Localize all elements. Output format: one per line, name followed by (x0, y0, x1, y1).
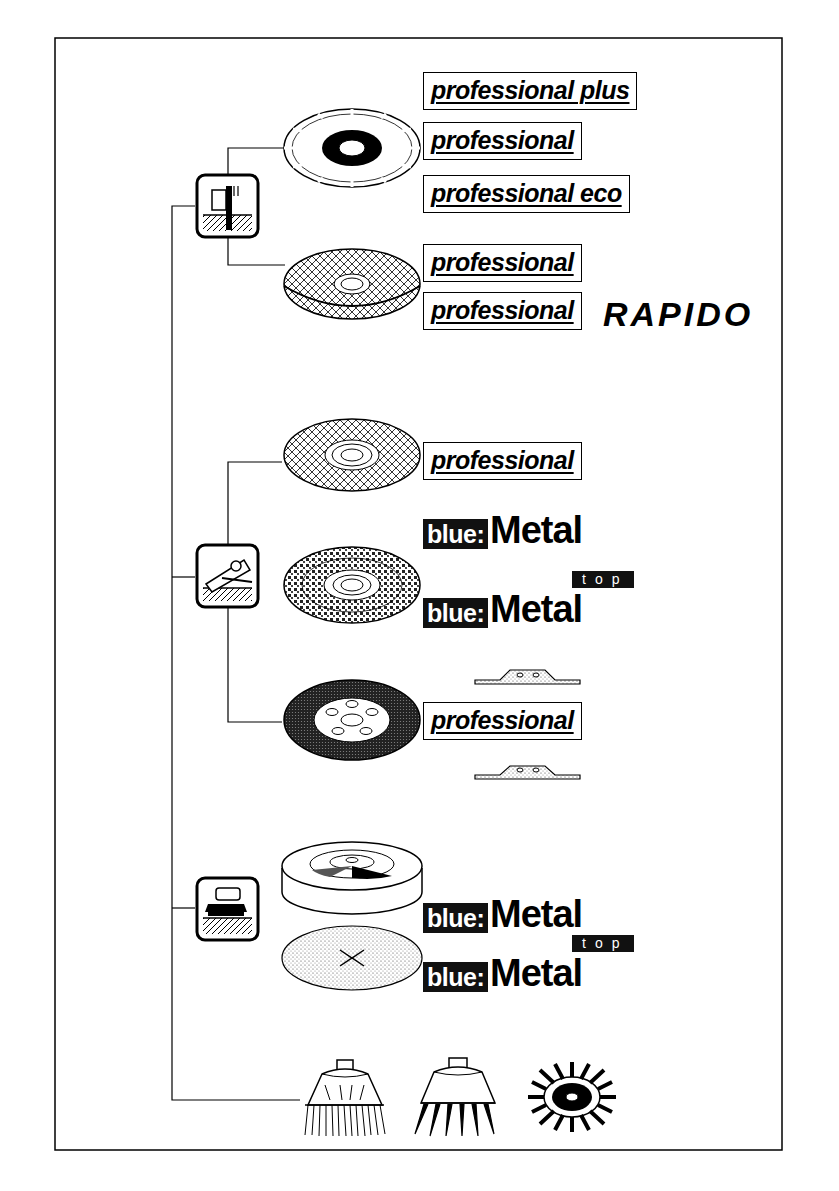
brand-logo-tag: blue: (423, 598, 488, 628)
product-line-name: professional (431, 704, 574, 736)
brand-logo-tag: blue: (423, 962, 488, 992)
brand-logo-tag: top (572, 935, 634, 952)
brand-logo: Metal (490, 951, 582, 995)
product-line-name: professional plus (431, 74, 629, 106)
product-line-name: professional (431, 294, 574, 326)
product-line-name: professional (431, 124, 574, 156)
product-line-box: professional eco (423, 175, 630, 213)
brand-logo-tag: top (572, 571, 634, 588)
brand-logo: Metal (490, 587, 582, 631)
brand-logo: Metal (490, 508, 582, 552)
product-line-name: professional (431, 444, 574, 476)
brand-logo-tag: blue: (423, 903, 488, 933)
product-line-box: professional (423, 702, 582, 740)
product-line-name: professional eco (431, 177, 622, 209)
product-line-box: professional (423, 244, 582, 282)
brand-logo: RAPIDO (603, 294, 753, 334)
product-line-box: professional (423, 442, 582, 480)
brand-logo: Metal (490, 892, 582, 936)
product-line-box: professional plus (423, 72, 637, 110)
product-line-name: professional (431, 246, 574, 278)
brand-logo-tag: blue: (423, 519, 488, 549)
product-line-box: professional (423, 122, 582, 160)
product-line-box: professional (423, 292, 582, 330)
